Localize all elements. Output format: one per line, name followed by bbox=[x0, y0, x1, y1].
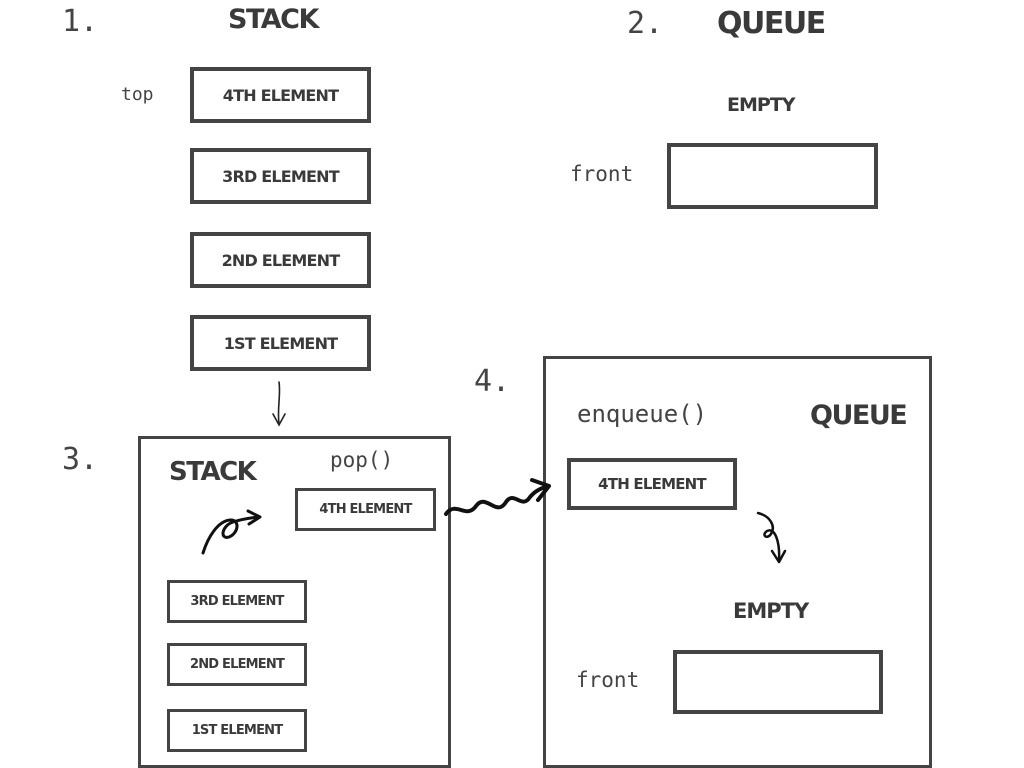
remaining-element-2: 2ND ELEMENT bbox=[167, 643, 307, 686]
remaining-element-3: 3RD ELEMENT bbox=[167, 580, 307, 623]
panel-1-number: 1. bbox=[62, 4, 99, 39]
stack-element-1: 1ST ELEMENT bbox=[190, 315, 371, 371]
stack-element-2: 2ND ELEMENT bbox=[190, 232, 371, 288]
stack-element-4: 4TH ELEMENT bbox=[190, 67, 371, 123]
queue-empty-status: EMPTY bbox=[727, 94, 796, 116]
top-label: top bbox=[121, 84, 154, 105]
enqueue-operation: enqueue() bbox=[577, 400, 708, 428]
panel-3-title: STACK bbox=[169, 457, 257, 487]
queue-empty-status-2: EMPTY bbox=[733, 599, 809, 623]
transfer-arrow-icon bbox=[444, 478, 551, 516]
down-arrow-icon bbox=[272, 381, 286, 427]
pop-operation: pop() bbox=[330, 448, 394, 472]
panel-1-title: STACK bbox=[228, 4, 319, 35]
panel-4-title: QUEUE bbox=[810, 400, 908, 431]
dequeue-arrow-icon bbox=[756, 511, 787, 564]
panel-2-title: QUEUE bbox=[717, 6, 826, 41]
panel-2-number: 2. bbox=[627, 6, 664, 41]
remaining-element-1: 1ST ELEMENT bbox=[167, 709, 307, 752]
panel-4-number: 4. bbox=[474, 364, 511, 399]
stack-element-3: 3RD ELEMENT bbox=[190, 148, 371, 204]
enqueued-element: 4TH ELEMENT bbox=[567, 458, 737, 510]
queue-front-slot bbox=[667, 143, 878, 209]
popped-element: 4TH ELEMENT bbox=[295, 488, 436, 531]
queue-front-slot-2 bbox=[673, 650, 883, 714]
front-label: front bbox=[570, 162, 634, 186]
panel-3-frame bbox=[138, 436, 451, 768]
panel-4-frame bbox=[543, 356, 932, 768]
pop-arrow-icon bbox=[201, 509, 262, 555]
panel-3-number: 3. bbox=[62, 442, 99, 477]
front-label-2: front bbox=[576, 668, 640, 692]
